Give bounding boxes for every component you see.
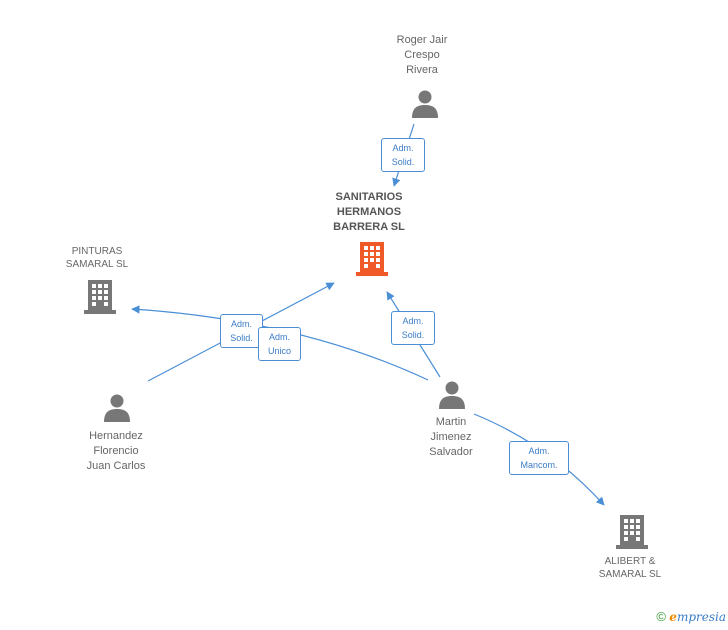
person-name-hernandez: Hernandez Florencio Juan Carlos xyxy=(86,430,146,472)
relation-label-martin-pinturas[interactable]: Adm. Unico xyxy=(258,327,301,361)
relation-label-roger-sanitarios[interactable]: Adm. Solid. xyxy=(381,138,425,172)
company-name-sanitarios: SANITARIOS HERMANOS BARRERA SL xyxy=(333,191,405,233)
building-icon-main[interactable] xyxy=(356,242,388,276)
relation-label-martin-sanitarios[interactable]: Adm. Solid. xyxy=(391,311,435,345)
company-name-alibert: ALIBERT & SAMARAL SL xyxy=(598,556,662,580)
copyright-symbol: © xyxy=(656,609,666,624)
relation-label-martin-alibert[interactable]: Adm. Mancom. xyxy=(509,441,569,475)
person-icon[interactable] xyxy=(102,393,132,423)
brand-name: mpresia xyxy=(676,610,726,624)
relation-label-hernandez-pinturas[interactable]: Adm. Solid. xyxy=(220,314,263,348)
company-name-pinturas: PINTURAS SAMARAL SL xyxy=(65,246,129,270)
building-icon[interactable] xyxy=(84,280,116,314)
building-icon[interactable] xyxy=(616,515,648,549)
person-icon[interactable] xyxy=(410,89,440,119)
person-name-roger: Roger Jair Crespo Rivera xyxy=(396,34,448,76)
person-name-martin: Martin Jimenez Salvador xyxy=(429,416,473,458)
brand-logo-e: e xyxy=(669,610,677,624)
footer-brand: © empresia xyxy=(656,609,726,624)
person-icon[interactable] xyxy=(437,380,467,410)
